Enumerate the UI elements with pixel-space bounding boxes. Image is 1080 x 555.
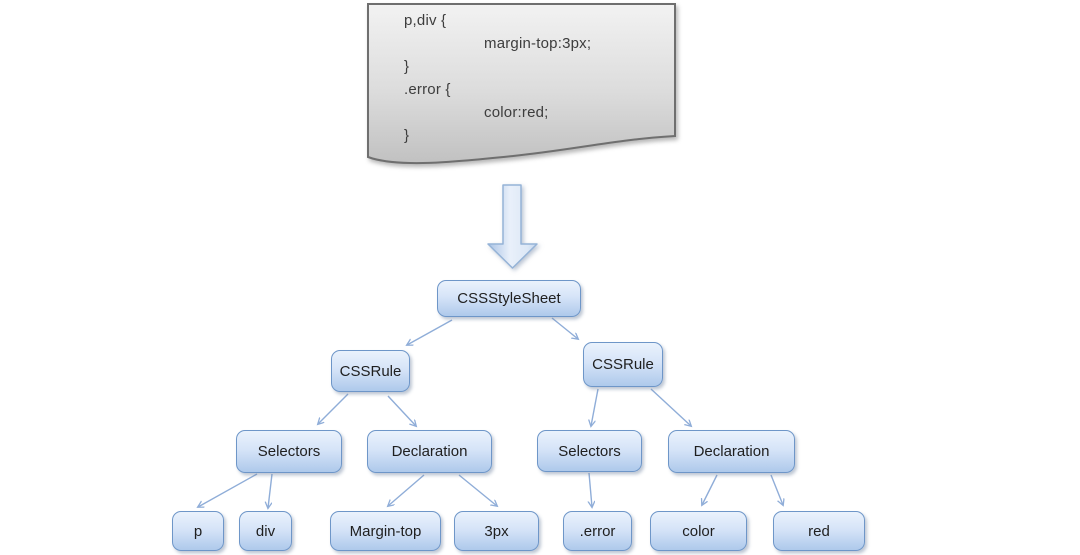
edge-cssrule-2-to-selectors-2 [591, 388, 599, 426]
edge-selectors-2-to-error [589, 472, 592, 507]
tree-node-selectors-right: Selectors [537, 430, 642, 472]
tree-node-selectors-left: Selectors [236, 430, 342, 473]
tree-node-p: p [172, 511, 224, 551]
tree-node-color: color [650, 511, 747, 551]
css-code-block: p,div { margin-top:3px; } .error { color… [404, 9, 664, 147]
css-code-line: .error { [404, 81, 451, 98]
css-code-line: } [404, 127, 410, 144]
tree-node-declaration-right: Declaration [668, 430, 795, 473]
css-code-line: color:red; [484, 104, 549, 121]
edge-cssrule-1-to-selectors-1 [318, 393, 349, 424]
css-code-line: } [404, 58, 410, 75]
tree-node-margin-top: Margin-top [330, 511, 441, 551]
edge-cssstylesheet-to-cssrule-2 [551, 317, 578, 339]
tree-node-red: red [773, 511, 865, 551]
tree-node-declaration-left: Declaration [367, 430, 492, 473]
edge-cssstylesheet-to-cssrule-1 [407, 319, 453, 345]
edge-selectors-1-to-p [198, 473, 258, 507]
tree-node-error: .error [563, 511, 632, 551]
edge-selectors-1-to-div [268, 473, 273, 508]
edge-declaration-2-to-red [770, 474, 783, 505]
tree-node-cssrule-left: CSSRule [331, 350, 410, 392]
css-code-line: margin-top:3px; [484, 35, 592, 52]
tree-node-div: div [239, 511, 292, 551]
css-code-line: p,div { [404, 12, 447, 29]
tree-node-3px: 3px [454, 511, 539, 551]
edge-declaration-1-to-3px [458, 474, 497, 506]
edge-declaration-2-to-color [702, 474, 718, 505]
edge-cssrule-1-to-declaration-1 [387, 395, 416, 426]
tree-node-cssstylesheet: CSSStyleSheet [437, 280, 581, 317]
edge-cssrule-2-to-declaration-2 [650, 388, 691, 426]
tree-node-cssrule-right: CSSRule [583, 342, 663, 387]
edge-declaration-1-to-margin-top [388, 474, 425, 506]
